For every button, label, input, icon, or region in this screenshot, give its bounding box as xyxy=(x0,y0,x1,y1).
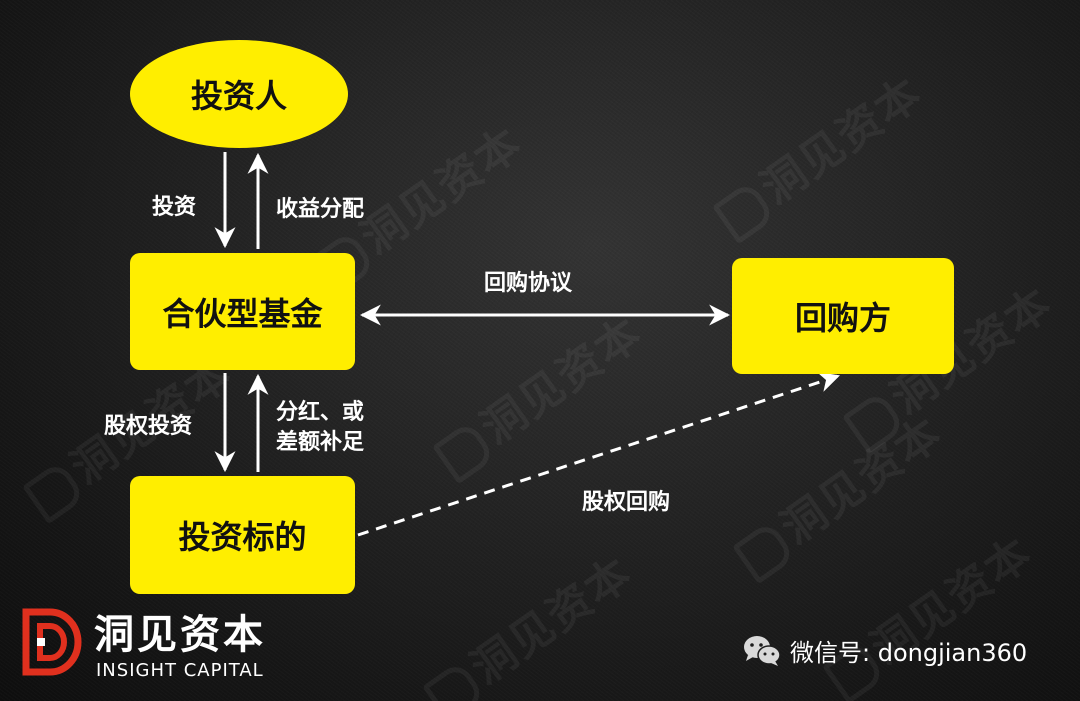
label-dividend-line2: 差额补足 xyxy=(276,430,365,455)
node-fund: 合伙型基金 xyxy=(130,253,355,370)
node-buyer: 回购方 xyxy=(732,258,954,374)
wechat-text: 微信号: dongjian360 xyxy=(790,639,1028,667)
wechat-id: 微信号: dongjian360 xyxy=(742,633,1027,668)
label-dividend-line1: 分红、或 xyxy=(276,400,365,425)
label-equity-invest: 股权投资 xyxy=(104,414,193,439)
arrow-equity-buyback xyxy=(357,371,840,537)
label-invest: 投资 xyxy=(152,195,197,220)
brand-logo-icon xyxy=(22,608,82,676)
brand-name: 洞见资本 xyxy=(94,612,266,658)
node-target: 投资标的 xyxy=(130,476,355,594)
label-buyback-agreement: 回购协议 xyxy=(484,271,573,296)
wechat-icon xyxy=(744,635,781,666)
brand-subtitle: INSIGHT CAPITAL xyxy=(96,660,264,681)
label-distribution: 收益分配 xyxy=(276,197,365,222)
node-investor: 投资人 xyxy=(130,40,348,148)
label-equity-buyback: 股权回购 xyxy=(582,490,671,515)
